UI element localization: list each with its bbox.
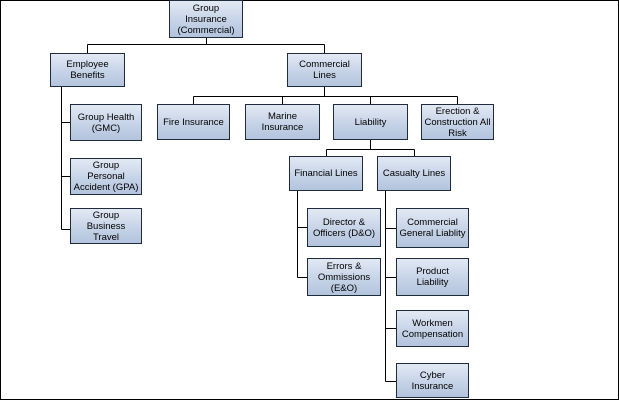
- node-financial-lines: Financial Lines: [289, 156, 363, 191]
- node-group-insurance-commercial: Group Insurance (Commercial): [169, 0, 243, 38]
- node-employee-benefits: Employee Benefits: [50, 53, 125, 87]
- node-group-health-gmc: Group Health (GMC): [70, 104, 142, 141]
- node-group-personal-accident-gpa: Group Personal Accident (GPA): [70, 158, 142, 195]
- node-product-liability: Product Liability: [396, 258, 469, 296]
- node-erection-construction-all-risk: Erection & Construction All Risk: [421, 104, 494, 140]
- node-commercial-lines: Commercial Lines: [287, 53, 362, 87]
- node-marine-insurance: Marine Insurance: [245, 104, 320, 140]
- node-liability: Liability: [333, 104, 408, 140]
- node-fire-insurance: Fire Insurance: [157, 104, 230, 140]
- node-group-business-travel: Group Business Travel: [70, 208, 142, 244]
- node-commercial-general-liablity: Commercial General Liablity: [396, 208, 469, 248]
- node-director-officers-do: Director & Officers (D&O): [307, 208, 381, 247]
- node-cyber-insurance: Cyber Insurance: [396, 363, 469, 398]
- node-casualty-lines: Casualty Lines: [377, 156, 451, 191]
- node-workmen-compensation: Workmen Compensation: [396, 310, 469, 347]
- node-errors-ommissions-eo: Errors & Ommissions (E&O): [307, 258, 381, 296]
